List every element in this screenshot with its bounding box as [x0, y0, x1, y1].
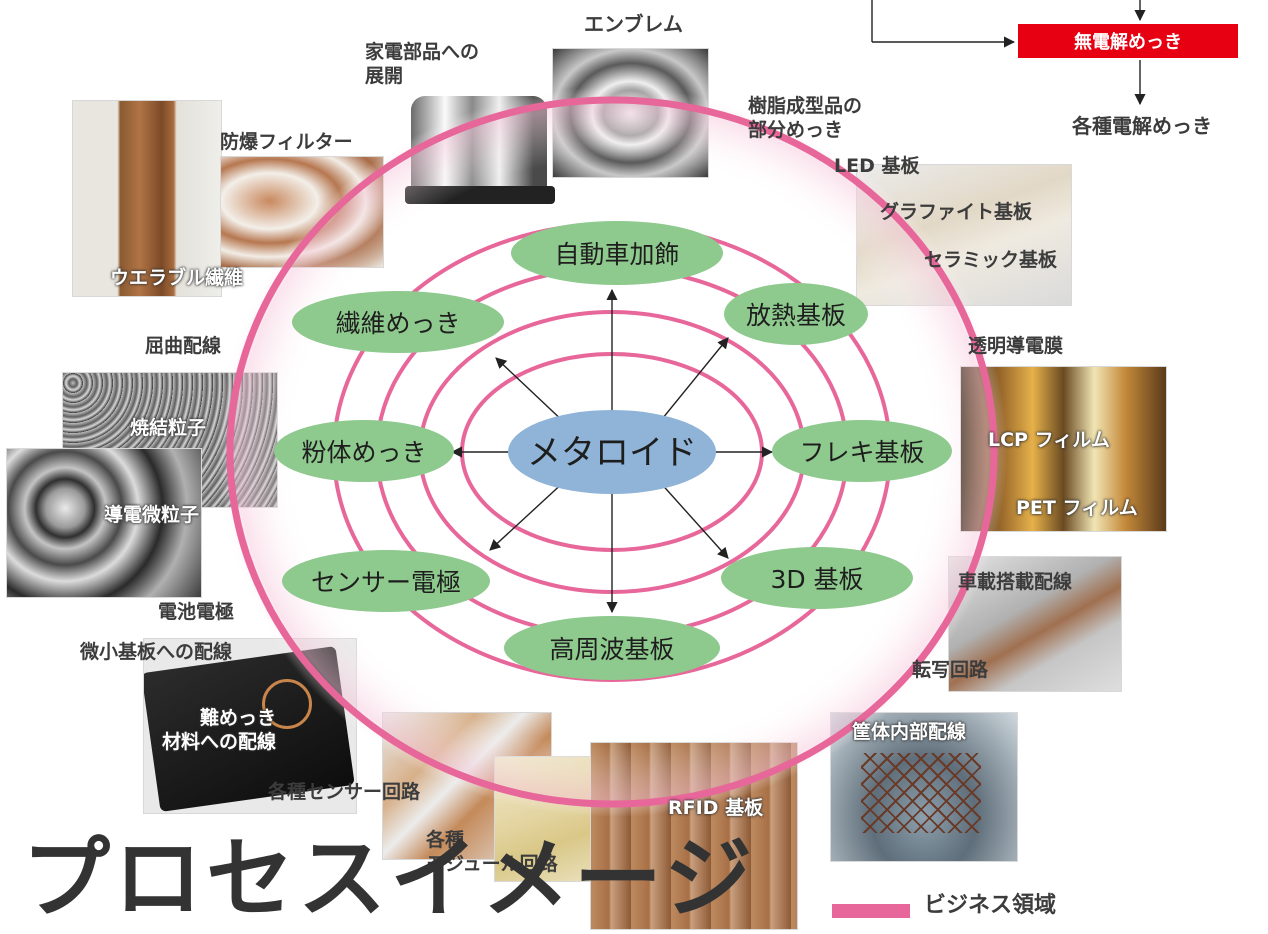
label-lcp: LCP フィルム: [988, 429, 1110, 451]
label-appliance: 家電部品への 展開: [365, 41, 480, 87]
node-3d-label: 3D 基板: [770, 565, 863, 594]
label-pet: PET フィルム: [1016, 497, 1138, 519]
node-powder-label: 粉体めっき: [301, 438, 426, 467]
node-powder: [274, 420, 454, 482]
node-auto: [511, 221, 723, 285]
node-auto-label: 自動車加飾: [554, 240, 679, 269]
label-battery: 電池電極: [158, 601, 235, 623]
node-flex-label: フレキ基板: [799, 438, 924, 467]
arrows: [450, 288, 774, 614]
conductive-particles-photo: [6, 448, 202, 598]
label-led: LED 基板: [834, 155, 920, 177]
label-housing: 筐体内部配線: [852, 721, 967, 743]
label-transparent: 透明導電膜: [968, 335, 1064, 357]
arrow-upright: [657, 337, 729, 425]
process-flow: [871, 0, 1146, 106]
arrow-upleft: [495, 357, 567, 425]
label-ceramic: セラミック基板: [924, 249, 1058, 271]
ring-outer: [226, 96, 998, 808]
legend-swatch-business: [832, 904, 910, 918]
node-flex: [772, 420, 952, 482]
micro-board-photo: [143, 638, 357, 814]
housing-wiring-photo: [830, 712, 1018, 862]
arrow-downleft: [489, 479, 567, 551]
node-heat: [724, 283, 868, 345]
node-rf: [504, 616, 720, 680]
label-bend: 屈曲配線: [145, 335, 222, 357]
label-resin: 樹脂成型品の 部分めっき: [748, 95, 863, 141]
center-label: メタロイド: [527, 433, 697, 473]
wearable-fiber-photo: [72, 100, 222, 297]
label-rfid: RFID 基板: [668, 797, 764, 819]
label-wearable: ウエラブル繊維: [110, 267, 244, 289]
vehicle-wiring-photo: [948, 556, 1122, 692]
label-hard: 難めっき 材料への配線: [162, 707, 277, 753]
node-fiber-label: 繊維めっき: [335, 309, 460, 338]
legend-label-business: ビジネス領域: [924, 893, 1057, 918]
micro-board-coil: [262, 679, 312, 729]
label-conductive: 導電微粒子: [104, 504, 200, 526]
label-emblem: エンブレム: [584, 12, 683, 36]
bottom-title: プロセスイメージ: [22, 827, 757, 930]
label-micro: 微小基板への配線: [80, 641, 233, 663]
label-vehicle: 車載搭載配線: [958, 571, 1073, 593]
label-explosion: 防爆フィルター: [220, 131, 353, 153]
electroless-plating-box: 無電解めっき: [1018, 24, 1238, 58]
label-graphite: グラファイト基板: [880, 201, 1033, 223]
node-fiber: [292, 291, 504, 353]
node-sensor: [282, 550, 490, 612]
label-sintered: 焼結粒子: [130, 417, 207, 439]
node-3d: [721, 547, 913, 609]
center-node: [508, 410, 716, 494]
node-rf-label: 高周波基板: [549, 635, 674, 664]
label-module: 各種 モジュール回路: [426, 829, 558, 875]
label-transfer: 転写回路: [912, 659, 989, 681]
label-sensor-circuit: 各種センサー回路: [268, 781, 421, 803]
node-sensor-label: センサー電極: [311, 568, 461, 597]
node-heat-label: 放熱基板: [746, 301, 846, 330]
electrolytic-plating-label: 各種電解めっき: [1072, 114, 1212, 138]
housing-wiring-grid: [861, 753, 981, 833]
arrow-downright: [657, 479, 729, 559]
